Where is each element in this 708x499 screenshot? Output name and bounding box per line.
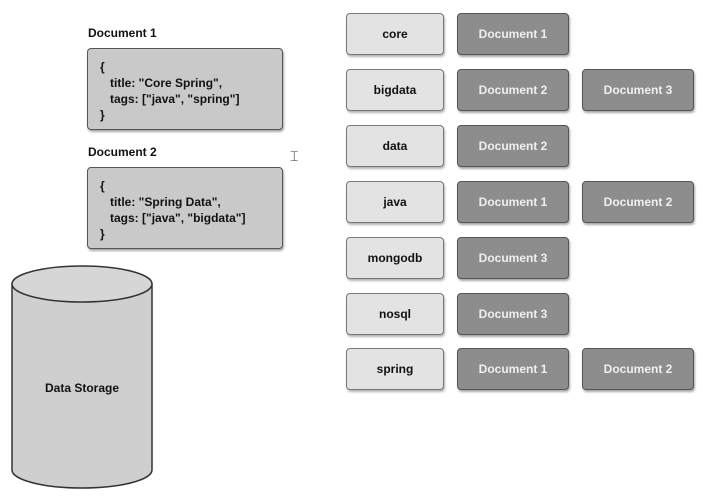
document-1-line-2: tags: ["java", "spring"] <box>110 92 240 106</box>
index-key-core: core <box>346 13 444 55</box>
index-spring-doc-1: Document 1 <box>457 348 569 390</box>
document-1-close-brace: } <box>100 108 105 122</box>
index-key-java: java <box>346 181 444 223</box>
document-2-line-2: tags: ["java", "bigdata"] <box>110 211 246 225</box>
index-spring-doc-2: Document 2 <box>582 348 694 390</box>
index-core-doc-1: Document 1 <box>457 13 569 55</box>
index-java-doc-2: Document 2 <box>582 181 694 223</box>
index-data-doc-1: Document 2 <box>457 125 569 167</box>
index-java-doc-1: Document 1 <box>457 181 569 223</box>
document-1-title: Document 1 <box>88 26 157 40</box>
index-bigdata-doc-1: Document 2 <box>457 69 569 111</box>
index-key-mongodb: mongodb <box>346 237 444 279</box>
document-1-box: { title: "Core Spring", tags: ["java", "… <box>87 48 283 130</box>
document-1-open-brace: { <box>100 60 105 74</box>
cylinder-top <box>11 265 153 303</box>
document-1-line-1: title: "Core Spring", <box>110 76 223 90</box>
document-2-box: { title: "Spring Data", tags: ["java", "… <box>87 167 283 249</box>
document-2-close-brace: } <box>100 227 105 241</box>
document-2-open-brace: { <box>100 179 105 193</box>
index-mongodb-doc-1: Document 3 <box>457 237 569 279</box>
index-key-nosql: nosql <box>346 293 444 335</box>
text-cursor-icon: ⌶ <box>290 148 299 164</box>
index-key-data: data <box>346 125 444 167</box>
document-2-line-1: title: "Spring Data", <box>110 195 221 209</box>
index-key-bigdata: bigdata <box>346 69 444 111</box>
cylinder-body <box>11 283 153 489</box>
document-2-title: Document 2 <box>88 145 157 159</box>
index-key-spring: spring <box>346 348 444 390</box>
index-bigdata-doc-2: Document 3 <box>582 69 694 111</box>
data-storage-label: Data Storage <box>44 381 120 395</box>
index-nosql-doc-1: Document 3 <box>457 293 569 335</box>
